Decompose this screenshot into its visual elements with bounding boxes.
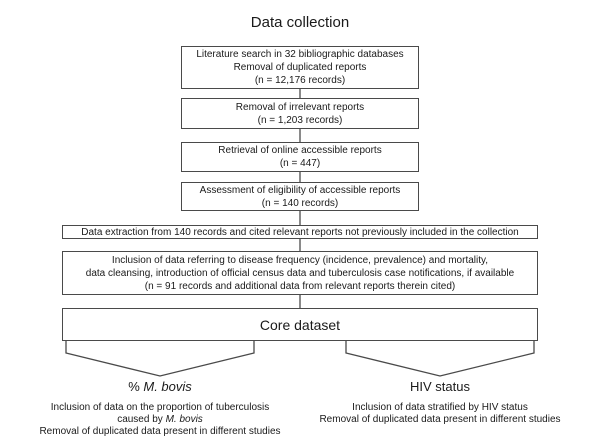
irrelevant-removal-box: Removal of irrelevant reports (n = 1,203… <box>181 98 419 129</box>
online-retrieval-box: Retrieval of online accessible reports (… <box>181 142 419 172</box>
record-count-text: (n = 91 records and additional data from… <box>144 280 456 292</box>
split-arrow-right <box>345 341 535 377</box>
hiv-inclusion-text: Inclusion of data stratified by HIV stat… <box>352 402 528 413</box>
core-dataset-box: Core dataset <box>62 308 538 341</box>
record-count-text: (n = 447) <box>279 158 321 169</box>
mbovis-heading: % M. bovis <box>128 379 192 394</box>
hiv-duplicate-removal-text: Removal of duplicated data present in di… <box>319 414 561 425</box>
mbovis-branch: % M. bovis Inclusion of data on the prop… <box>10 379 310 438</box>
diagram-title: Data collection <box>250 14 350 31</box>
mbovis-inclusion-text: Inclusion of data on the proportion of t… <box>50 402 270 413</box>
data-extraction-box: Data extraction from 140 records and cit… <box>62 225 538 239</box>
duplicate-removal-text: Removal of duplicated reports <box>233 62 367 73</box>
literature-search-text: Literature search in 32 bibliographic da… <box>196 49 404 60</box>
data-inclusion-text: Inclusion of data referring to disease f… <box>111 254 489 266</box>
record-count-text: (n = 140 records) <box>261 197 339 209</box>
irrelevant-removal-text: Removal of irrelevant reports <box>235 101 365 113</box>
literature-search-box: Literature search in 32 bibliographic da… <box>181 46 419 89</box>
eligibility-assessment-text: Assessment of eligibility of accessible … <box>199 184 401 196</box>
record-count-text: (n = 1,203 records) <box>257 114 343 126</box>
data-extraction-text: Data extraction from 140 records and cit… <box>81 226 519 238</box>
core-dataset-label: Core dataset <box>259 316 341 333</box>
record-count-text: (n = 12,176 records) <box>254 75 346 86</box>
eligibility-assessment-box: Assessment of eligibility of accessible … <box>181 182 419 211</box>
split-arrow-left <box>65 341 255 377</box>
hiv-branch: HIV status Inclusion of data stratified … <box>310 379 570 426</box>
mbovis-duplicate-removal-text: Removal of duplicated data present in di… <box>39 426 281 437</box>
hiv-heading: HIV status <box>410 379 470 394</box>
data-cleansing-text: data cleansing, introduction of official… <box>85 267 515 279</box>
data-inclusion-box: Inclusion of data referring to disease f… <box>62 251 538 295</box>
mbovis-caused-by-text: caused by M. bovis <box>117 414 203 425</box>
online-retrieval-text: Retrieval of online accessible reports <box>218 145 382 156</box>
